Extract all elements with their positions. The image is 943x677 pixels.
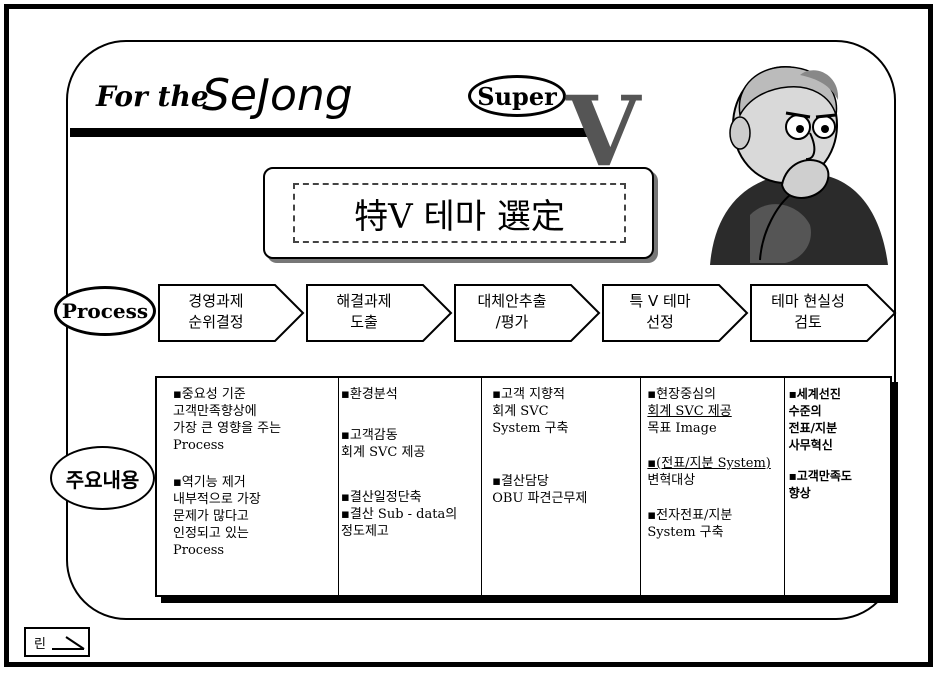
content-item: ▪환경분석	[341, 387, 398, 402]
content-column-3: ▪고객 지향적 회계 SVC System 구축 ▪결산담당 OBU 파견근무제	[482, 378, 642, 595]
content-item: 회계 SVC 제공	[647, 404, 732, 419]
process-step-1: 경영과제 순위결정	[157, 283, 305, 343]
process-step-label: 특 V 테마 선정	[629, 292, 691, 331]
corner-mark: 린	[24, 627, 90, 657]
title-underline	[70, 128, 590, 137]
content-item: ▪고객 지향적 회계 SVC System 구축	[492, 387, 569, 436]
corner-line-icon	[52, 636, 85, 650]
process-step-label: 테마 현실성 검토	[771, 292, 845, 331]
title-for-the: For the	[96, 80, 209, 113]
process-step-2: 해결과제 도출	[305, 283, 453, 343]
content-item: 목표 Image	[647, 421, 717, 436]
content-item: ▪고객만족도 향상	[788, 469, 852, 500]
process-step-3: 대체안추출 /평가	[453, 283, 601, 343]
content-column-5: ▪세계선진 수준의 전표/지분 사무혁신 ▪고객만족도 향상	[785, 378, 890, 595]
content-item: ▪역기능 제거 내부적으로 가장 문제가 많다고 인정되고 있는 Process	[173, 475, 261, 558]
content-item: ▪현장중심의	[647, 387, 716, 402]
content-item: ▪세계선진 수준의 전표/지분 사무혁신	[788, 387, 841, 452]
big-v-letter: V	[566, 75, 641, 188]
thinking-man-illustration	[710, 66, 888, 265]
content-item: ▪고객감동 회계 SVC 제공	[341, 428, 426, 460]
content-column-4: ▪현장중심의 회계 SVC 제공 목표 Image ▪(전표/지분 System…	[641, 378, 785, 595]
content-label: 주요내용	[50, 446, 155, 510]
content-item: ▪전자전표/지분 System 구축	[647, 508, 733, 540]
content-item: ▪(전표/지분 System)	[647, 456, 771, 471]
process-label: Process	[54, 286, 156, 336]
theme-title: 特V 테마 選定	[293, 183, 626, 243]
super-badge: Super	[468, 75, 566, 117]
content-item: ▪중요성 기준 고객만족향상에 가장 큰 영향을 주는 Process	[173, 387, 282, 453]
content-column-2: ▪환경분석 ▪고객감동 회계 SVC 제공 ▪결산일정단축 ▪결산 Sub - …	[339, 378, 483, 595]
process-step-5: 테마 현실성 검토	[749, 283, 897, 343]
process-step-4: 특 V 테마 선정	[601, 283, 749, 343]
process-step-label: 대체안추출 /평가	[477, 292, 547, 331]
corner-mark-text: 린	[34, 637, 46, 652]
process-steps: 경영과제 순위결정 해결과제 도출 대체안추출 /평가 특 V 테마 선정 테마…	[157, 283, 897, 343]
theme-title-box: 特V 테마 選定	[263, 167, 654, 259]
title-sejong: SeJong	[202, 70, 353, 121]
content-column-1: ▪중요성 기준 고객만족향상에 가장 큰 영향을 주는 Process ▪역기능…	[157, 378, 340, 595]
process-step-label: 해결과제 도출	[336, 292, 392, 331]
slide-frame	[4, 4, 933, 667]
content-item: ▪결산일정단축 ▪결산 Sub - data의 정도제고	[341, 490, 458, 539]
content-item: ▪결산담당 OBU 파견근무제	[492, 474, 588, 506]
content-table: ▪중요성 기준 고객만족향상에 가장 큰 영향을 주는 Process ▪역기능…	[155, 376, 892, 597]
content-item: 변혁대상	[647, 473, 696, 488]
process-step-label: 경영과제 순위결정	[188, 292, 244, 331]
